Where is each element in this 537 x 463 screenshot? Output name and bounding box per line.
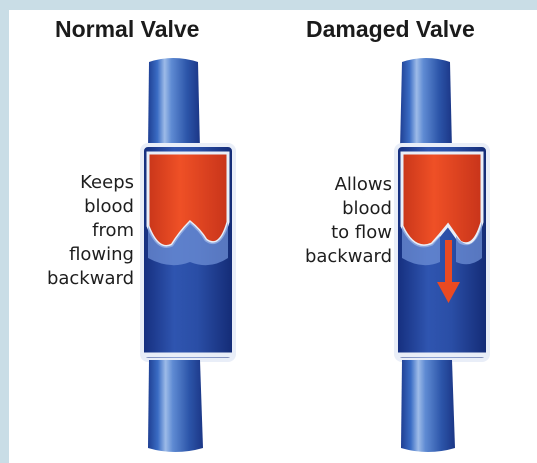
damaged-vein — [396, 58, 488, 452]
valve-blood-pool — [402, 153, 482, 246]
normal-vein — [142, 58, 234, 452]
